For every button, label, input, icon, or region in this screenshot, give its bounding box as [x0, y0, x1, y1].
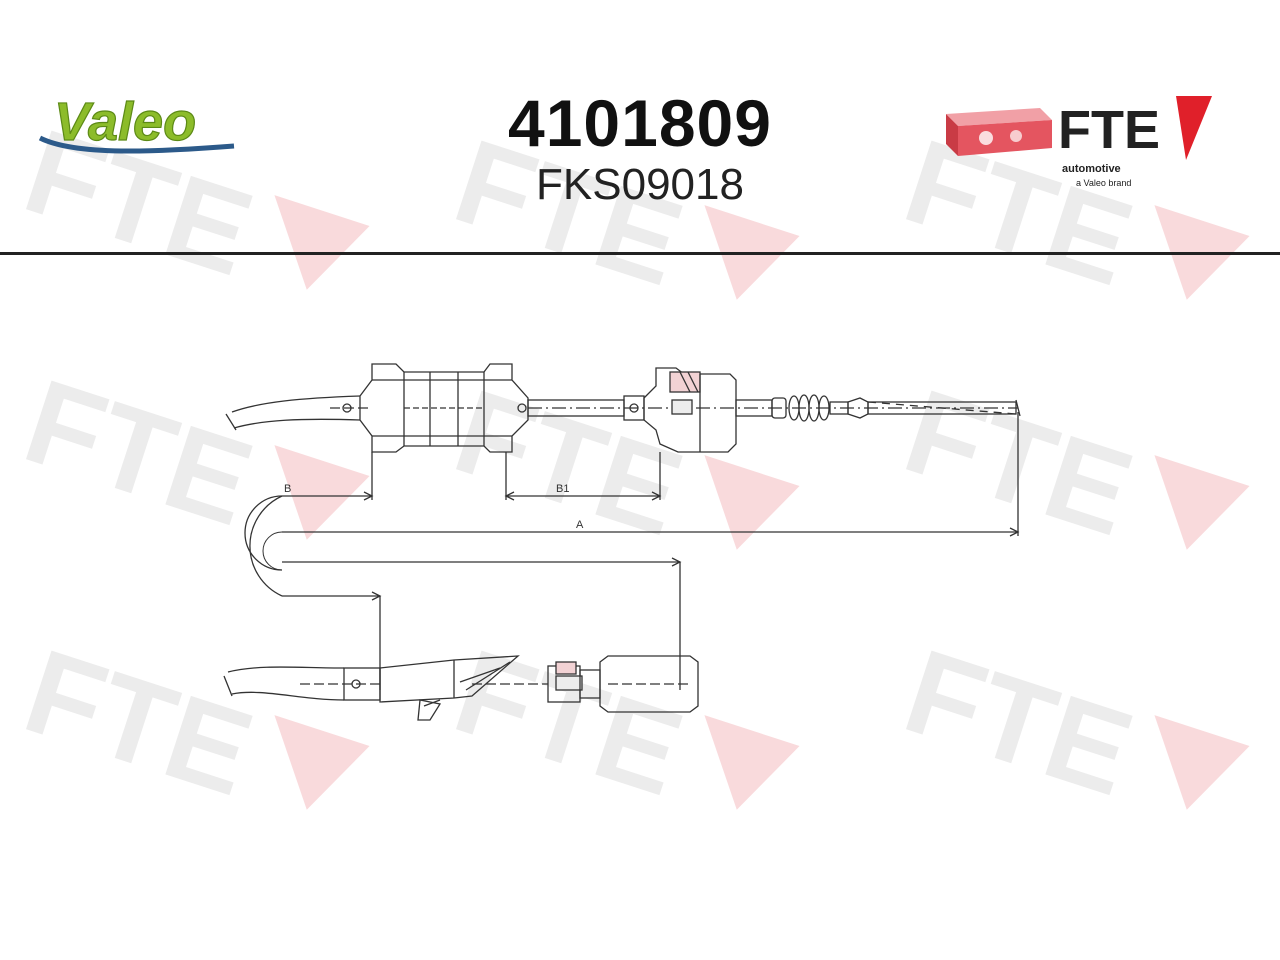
lower-cable-assembly	[223, 655, 699, 721]
fte-logo: FTE automotive a Valeo brand	[946, 96, 1212, 188]
adjuster-body	[643, 367, 737, 453]
dimension-label-b1: B1	[556, 483, 569, 495]
dimension-lines	[244, 412, 1020, 690]
dimension-label-a: A	[576, 519, 584, 531]
part-number: 4101809	[508, 86, 772, 160]
release-fork-bracket	[379, 655, 520, 721]
rubber-bellows	[788, 394, 830, 422]
fte-tagline: automotive	[1062, 163, 1121, 175]
valeo-logo-text: Valeo	[54, 92, 196, 152]
lower-outer-cable	[227, 666, 345, 673]
fte-red-triangle-icon	[1176, 96, 1212, 160]
dimension-label-b: B	[284, 483, 291, 495]
damper-housing	[359, 363, 529, 453]
product-box-icon	[946, 108, 1052, 156]
reference-number: FKS09018	[536, 160, 744, 209]
fte-subtagline: a Valeo brand	[1076, 178, 1131, 188]
upper-outer-cable	[231, 395, 361, 413]
valeo-swoosh-icon	[38, 135, 235, 154]
upper-cable-assembly	[225, 363, 1021, 453]
end-connector	[579, 655, 699, 713]
valeo-logo: Valeo	[38, 91, 235, 154]
fte-logo-text: FTE	[1058, 100, 1160, 160]
header-divider	[0, 252, 1280, 255]
